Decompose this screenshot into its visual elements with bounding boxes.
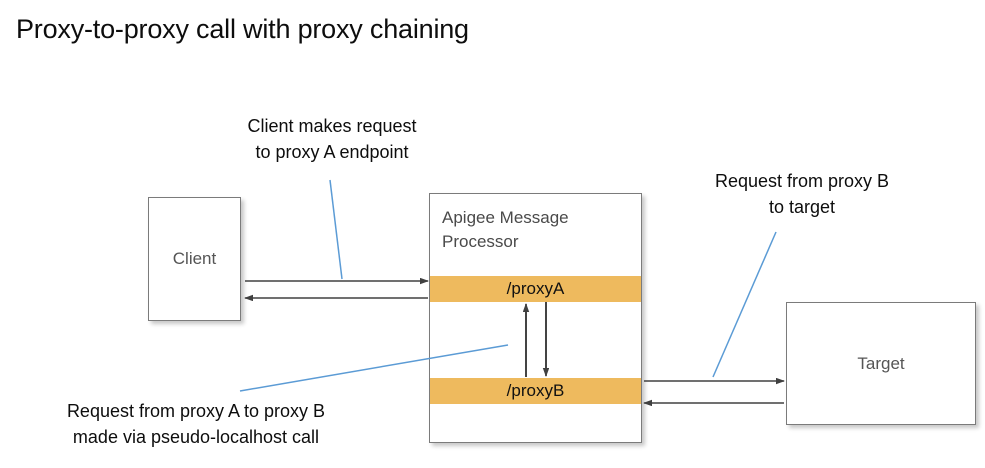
message-processor-box[interactable]: Apigee Message Processor /proxyA /proxyB xyxy=(429,193,642,443)
target-box[interactable]: Target xyxy=(786,302,976,425)
message-processor-title: Apigee Message Processor xyxy=(442,208,569,251)
annotation-client-request: Client makes request to proxy A endpoint xyxy=(212,113,452,165)
proxy-a-bar[interactable]: /proxyA xyxy=(430,276,641,302)
annotation-chaining-line1: Request from proxy A to proxy B xyxy=(66,401,326,421)
client-label: Client xyxy=(172,249,217,268)
leader-line-target-request xyxy=(712,231,777,378)
page-title: Proxy-to-proxy call with proxy chaining xyxy=(16,14,469,44)
annotation-client-request-line2: to proxy A endpoint xyxy=(255,142,409,162)
annotation-target-request-line2: to target xyxy=(768,197,836,217)
client-box[interactable]: Client xyxy=(148,197,241,321)
annotation-target-request-line1: Request from proxy B xyxy=(714,171,890,191)
annotation-client-request-line1: Client makes request xyxy=(247,116,417,136)
proxy-b-bar[interactable]: /proxyB xyxy=(430,378,641,404)
leader-line-client-request xyxy=(329,179,343,280)
annotation-target-request: Request from proxy B to target xyxy=(666,168,938,220)
annotation-chaining: Request from proxy A to proxy B made via… xyxy=(16,398,376,450)
annotation-chaining-line2: made via pseudo-localhost call xyxy=(72,427,320,447)
target-label: Target xyxy=(857,354,905,373)
proxy-b-label: /proxyB xyxy=(506,381,565,400)
proxy-a-label: /proxyA xyxy=(506,279,565,298)
